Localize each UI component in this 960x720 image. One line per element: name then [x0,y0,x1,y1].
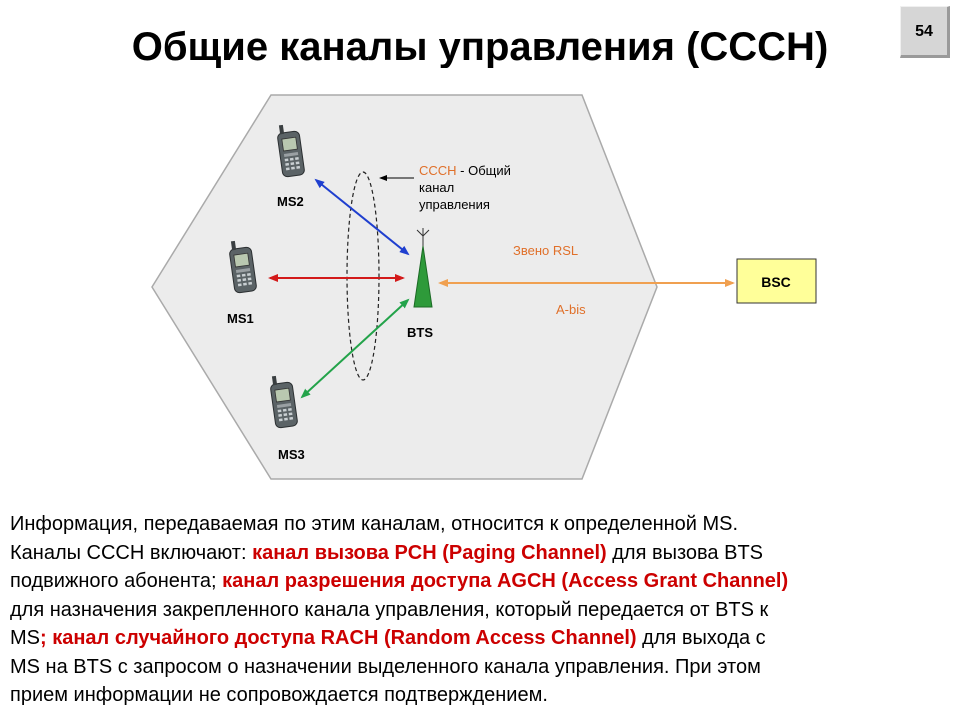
ms2-label: MS2 [277,194,304,209]
description-text: Информация, передаваемая по этим каналам… [10,510,955,710]
ms2-link-arrow [314,178,410,256]
ccch-annotation-line3: управления [419,197,490,212]
ccch-annotation-line1: - Общий [457,163,511,178]
abis-label: A-bis [556,302,586,317]
slide-number: 54 [915,23,933,40]
text-line-5: MS; канал случайного доступа RACH (Rando… [10,624,955,653]
ccch-diagram: MS2 MS1 MS3 BTS CCCH - Общий канал управ… [151,94,817,480]
text-line-3: подвижного абонента; канал разрешения до… [10,567,955,596]
text-line-5-c: для выхода с [636,627,766,649]
ccch-annotation-line2: канал [419,180,454,195]
bsc-label: BSC [761,274,791,290]
agch-term: канал разрешения доступа AGCH (Access Gr… [222,570,789,592]
text-line-3-a: подвижного абонента; [10,570,223,592]
text-line-2-a: Каналы CCCH включают: [10,541,253,564]
page-title: Общие каналы управления (CCCH) [131,25,829,68]
ms1-label: MS1 [227,311,254,326]
text-line-2: Каналы CCCH включают: канал вызова PCH (… [10,539,955,568]
text-line-1: Информация, передаваемая по этим каналам… [10,513,739,535]
text-line-2-c: для вызова BTS [606,541,763,564]
text-line-7: прием информации не сопровождается подтв… [10,684,548,706]
ccch-annotation: CCCH - Общий канал управления [419,163,515,212]
rsl-label: Звено RSL [513,243,578,258]
bsc-box [736,258,817,304]
ms3-label: MS3 [278,447,305,462]
bts-tower-icon [413,228,433,308]
bts-label: BTS [407,325,433,340]
text-line-4: для назначения закрепленного канала упра… [10,598,769,621]
slide-number-badge: 54 [900,6,950,58]
pch-term: канал вызова PCH (Paging Channel) [252,541,607,564]
ms3-link-arrow [300,298,410,399]
text-line-5-a: MS [10,627,40,649]
cell-hexagon [151,94,658,480]
rach-term: ; канал случайного доступа RACH (Random … [40,627,637,649]
text-line-6: MS на BTS с запросом о назначении выделе… [10,655,761,678]
ccch-annotation-abbr: CCCH [419,163,457,178]
